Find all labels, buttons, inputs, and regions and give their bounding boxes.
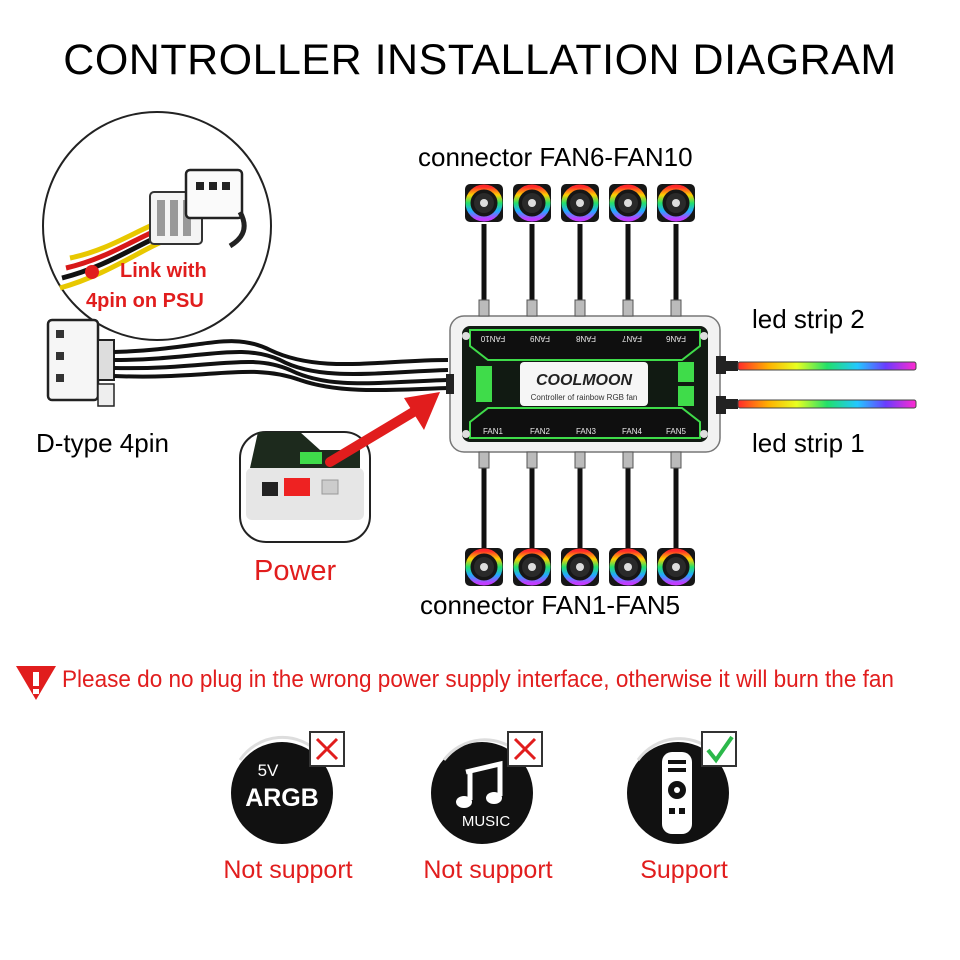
power-arrow: [325, 392, 440, 467]
fan-plug: [574, 299, 586, 317]
fan-label-bottom: FAN1: [483, 427, 504, 436]
fan-label-top: FAN6: [665, 334, 686, 343]
warning-banner: Please do no plug in the wrong power sup…: [62, 660, 960, 700]
argb-status: Not support: [223, 856, 353, 884]
power-label: Power: [254, 555, 337, 587]
fan-plug: [670, 299, 682, 317]
rgb-fan-icon: [657, 184, 695, 222]
fan-plug: [670, 451, 682, 469]
rgb-fan-icon: [561, 184, 599, 222]
fan-plug: [574, 451, 586, 469]
fan-label-bottom: FAN5: [666, 427, 687, 436]
rgb-fan-icon: [513, 548, 551, 586]
d-type-label: D-type 4pin: [36, 428, 169, 458]
fan-group: [465, 184, 695, 586]
bottom-connector-label: connector FAN1-FAN5: [420, 590, 681, 620]
fan-label-bottom: FAN2: [530, 427, 551, 436]
rgb-fan-icon: [561, 548, 599, 586]
led-strip-2-label: led strip 2: [752, 304, 865, 334]
fan-label-top: FAN9: [529, 334, 550, 343]
remote-status: Support: [640, 856, 728, 884]
top-connector-label: connector FAN6-FAN10: [418, 142, 693, 172]
fan-label-top: FAN7: [621, 334, 642, 343]
argb-voltage: 5V: [258, 761, 279, 780]
power-cable: [113, 339, 449, 393]
check-icon: [701, 731, 737, 767]
fan-label-bottom: FAN4: [622, 427, 643, 436]
music-label: MUSIC: [462, 813, 511, 830]
controller-subtitle: Controller of rainbow RGB fan: [531, 393, 638, 402]
led-strip-2: [726, 361, 917, 371]
controller-box: [446, 315, 726, 453]
fan-plug: [478, 451, 490, 469]
led-strip-1: [726, 399, 917, 409]
rgb-fan-icon: [513, 184, 551, 222]
psu-4pin-label: 4pin on PSU: [86, 290, 204, 312]
led-strip-1-label: led strip 1: [752, 428, 865, 458]
argb-label: ARGB: [245, 784, 319, 812]
fan-plug: [526, 299, 538, 317]
warning-icon: [16, 666, 56, 700]
psu-inset: [42, 111, 272, 341]
music-status: Not support: [423, 856, 553, 884]
fan-plug: [526, 451, 538, 469]
argb-icon: 5V ARGB: [231, 735, 333, 844]
rgb-fan-icon: [609, 548, 647, 586]
fan-plug: [622, 451, 634, 469]
rgb-fan-icon: [465, 184, 503, 222]
rgb-fan-icon: [609, 184, 647, 222]
d-type-connector: [46, 318, 115, 407]
fan-label-top: FAN8: [575, 334, 596, 343]
music-icon: MUSIC: [431, 738, 533, 844]
fan-plug: [622, 299, 634, 317]
rgb-fan-icon: [657, 548, 695, 586]
psu-link-label: Link with: [120, 260, 207, 282]
fan-label-top: FAN10: [480, 334, 505, 343]
cross-icon: [309, 731, 345, 767]
rgb-fan-icon: [465, 548, 503, 586]
controller-brand: COOLMOON: [536, 372, 632, 389]
warning-text: Please do no plug in the wrong power sup…: [62, 666, 894, 693]
psu-dot: [85, 265, 99, 279]
remote-control-icon: [627, 737, 729, 844]
fan-plug: [478, 299, 490, 317]
cross-icon: [507, 731, 543, 767]
page-title: CONTROLLER INSTALLATION DIAGRAM: [63, 36, 897, 84]
fan-label-bottom: FAN3: [576, 427, 597, 436]
